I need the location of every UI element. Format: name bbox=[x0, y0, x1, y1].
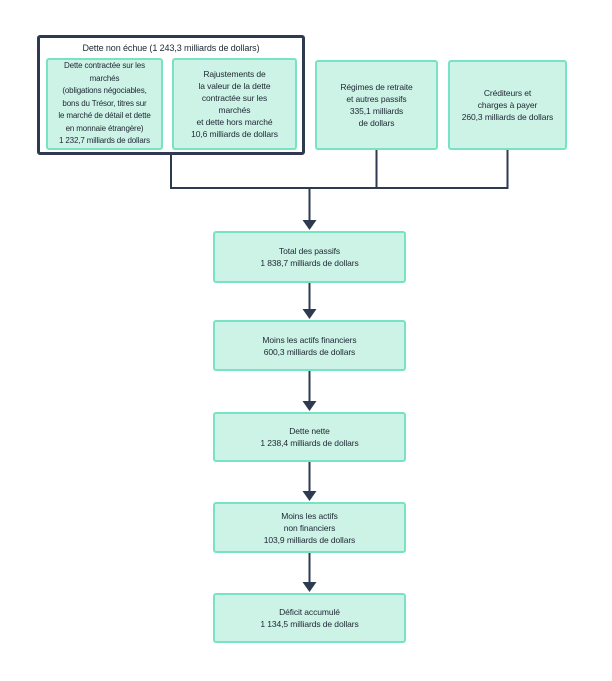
arrowhead-actifs-financiers bbox=[302, 309, 317, 319]
arrowhead-to-total bbox=[302, 220, 317, 230]
node-label: Moins les actifs financiers 600,3 millia… bbox=[262, 334, 357, 357]
node-label: Régimes de retraite et autres passifs 33… bbox=[340, 82, 413, 128]
node-crediteurs: Créditeurs et charges à payer 260,3 mill… bbox=[448, 60, 567, 150]
node-dette-contractee: Dette contractée sur les marchés (obliga… bbox=[46, 58, 163, 150]
node-label: Moins les actifs non financiers 103,9 mi… bbox=[263, 510, 356, 545]
node-dette-nette: Dette nette 1 238,4 milliards de dollars bbox=[213, 412, 406, 462]
node-regimes-retraite: Régimes de retraite et autres passifs 33… bbox=[315, 60, 438, 150]
arrowhead-dette-nette bbox=[302, 401, 317, 411]
node-label: Créditeurs et charges à payer 260,3 mill… bbox=[461, 88, 554, 122]
node-label: Dette contractée sur les marchés (obliga… bbox=[58, 61, 151, 146]
node-label: Rajustements de la valeur de la dette co… bbox=[191, 69, 278, 139]
arrowhead-actifs-non-financiers bbox=[302, 491, 317, 501]
node-rajustements: Rajustements de la valeur de la dette co… bbox=[172, 58, 297, 150]
node-moins-actifs-non-financiers: Moins les actifs non financiers 103,9 mi… bbox=[213, 502, 406, 553]
node-moins-actifs-financiers: Moins les actifs financiers 600,3 millia… bbox=[213, 320, 406, 371]
node-label: Déficit accumulé 1 134,5 milliards de do… bbox=[260, 607, 359, 629]
group-dette-non-echue: Dette non échue (1 243,3 milliards de do… bbox=[37, 35, 305, 155]
node-label: Total des passifs 1 838,7 milliards de d… bbox=[260, 246, 359, 268]
group-title: Dette non échue (1 243,3 milliards de do… bbox=[82, 43, 260, 53]
node-total-passifs: Total des passifs 1 838,7 milliards de d… bbox=[213, 231, 406, 283]
node-deficit-accumule: Déficit accumulé 1 134,5 milliards de do… bbox=[213, 593, 406, 643]
arrowhead-deficit bbox=[302, 582, 317, 592]
node-label: Dette nette 1 238,4 milliards de dollars bbox=[260, 426, 359, 448]
